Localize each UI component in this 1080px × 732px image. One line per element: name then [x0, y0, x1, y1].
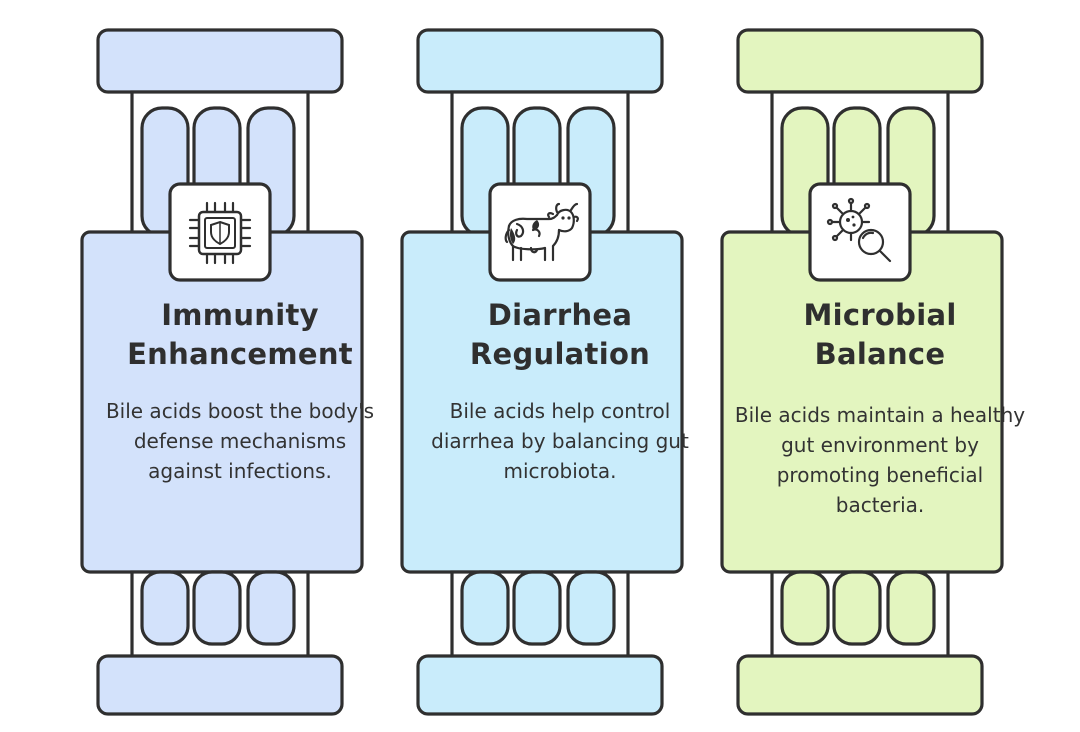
pillar-frame	[720, 28, 1004, 716]
bacteria-magnifier-icon	[817, 190, 903, 276]
pillar-base	[416, 654, 664, 716]
pillar-title-line1: Microbial	[803, 298, 957, 332]
pillar-title-line1: Immunity	[161, 298, 319, 332]
pillar-title: Microbial Balance	[730, 296, 1030, 374]
pillar-title: Immunity Enhancement	[90, 296, 390, 374]
pillar-base	[736, 654, 984, 716]
pillar-title: Diarrhea Regulation	[410, 296, 710, 374]
shield-chip-icon	[177, 190, 263, 276]
pillar-flute	[566, 570, 616, 646]
pillar-flute	[886, 570, 936, 646]
pillar-flute	[192, 570, 242, 646]
pillar-title-line2: Regulation	[469, 337, 651, 371]
pillar-diarrhea-regulation: Diarrhea Regulation Bile acids help cont…	[400, 0, 720, 732]
pillar-description: Bile acids maintain a healthy gut enviro…	[734, 403, 1026, 517]
pillar-immunity-enhancement: Immunity Enhancement Bile acids boost th…	[80, 0, 400, 732]
pillar-flute	[512, 570, 562, 646]
pillar-description: Bile acids help control diarrhea by bala…	[431, 399, 689, 483]
pillar-title-line1: Diarrhea	[487, 298, 633, 332]
pillar-title-line2: Enhancement	[127, 337, 353, 371]
pillar-microbial-balance: Microbial Balance Bile acids maintain a …	[720, 0, 1040, 732]
pillar-flute	[460, 570, 510, 646]
pillar-title-line2: Balance	[814, 337, 946, 371]
pillar-flute	[140, 570, 190, 646]
pillar-frame	[80, 28, 364, 716]
pillar-description: Bile acids boost the body's defense mech…	[105, 399, 375, 483]
pillar-flute	[832, 570, 882, 646]
pillar-capital	[736, 28, 984, 94]
pillar-capital	[416, 28, 664, 94]
pillar-flute	[780, 570, 830, 646]
pillar-base	[96, 654, 344, 716]
pillar-capital	[96, 28, 344, 94]
cow-icon	[497, 190, 583, 276]
pillar-flute	[246, 570, 296, 646]
